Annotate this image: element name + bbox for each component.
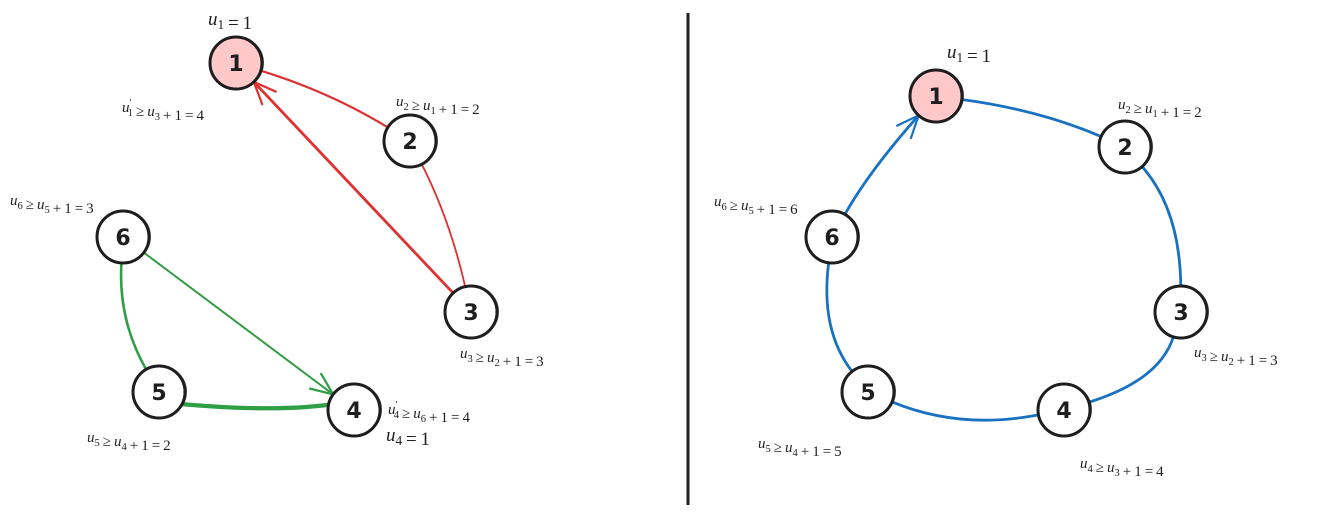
node-right-2: 2	[1097, 119, 1153, 175]
node-outline-sketch	[383, 114, 439, 167]
edge-left-4-to-5	[178, 401, 330, 411]
node-label: 5	[151, 381, 166, 406]
node-label: 6	[115, 226, 130, 251]
edge-right-5-to-6	[825, 261, 854, 373]
node-left-6: 6	[95, 209, 152, 265]
node-left-3: 3	[443, 284, 500, 340]
annotation-right-node-2-constraint: u2 ≥ u1 + 1 = 2	[1118, 97, 1202, 121]
node-outline-sketch	[1154, 285, 1209, 338]
node-label: 1	[228, 52, 243, 77]
node-label: 2	[402, 130, 417, 155]
node-label: 4	[346, 399, 361, 424]
node-right-3: 3	[1153, 284, 1209, 340]
node-right-4: 4	[1036, 382, 1092, 438]
edge-right-4-to-5	[890, 400, 1040, 422]
node-left-2: 2	[382, 113, 439, 169]
edge-right-2-to-3	[1140, 165, 1183, 288]
node-right-5: 5	[840, 364, 896, 420]
annotation-left-node-1-source: u1 = 1	[208, 9, 252, 34]
node-label: 3	[1173, 301, 1188, 326]
node-left-1: 1	[208, 35, 265, 91]
node-outline-sketch	[841, 365, 896, 418]
annotation-left-node-4-constraint: u′4 ≥ u6 + 1 = 4	[388, 400, 470, 426]
annotation-left-node-4-source: u4 = 1	[386, 425, 430, 450]
edge-right-3-to-4	[1087, 335, 1175, 404]
node-label: 1	[928, 85, 943, 110]
node-outline-sketch	[327, 383, 383, 436]
node-outline-sketch	[444, 285, 500, 338]
edge-left-3-to-1	[252, 80, 455, 295]
edge-left-2-to-3	[420, 163, 467, 288]
node-outline-sketch	[1098, 120, 1153, 173]
node-left-5: 5	[131, 364, 188, 420]
node-label: 4	[1056, 399, 1071, 424]
node-outline-sketch	[805, 210, 860, 263]
node-outline-sketch	[96, 210, 152, 263]
annotation-right-node-5-constraint: u5 ≥ u4 + 1 = 5	[758, 436, 842, 460]
edges-layer	[119, 69, 1183, 422]
annotation-left-node-5-constraint: u5 ≥ u4 + 1 = 2	[87, 430, 171, 454]
node-right-1: 1	[908, 68, 964, 124]
annotation-right-node-1-source: u1 = 1	[947, 42, 991, 67]
annotation-right-node-4-constraint: u4 ≥ u3 + 1 = 4	[1080, 456, 1164, 480]
nodes-layer: 1 2 3 4 5 6 1 2 3 4 5 6	[95, 35, 1209, 438]
edge-left-5-to-6	[119, 261, 148, 371]
annotation-left-node-2-constraint: u2 ≥ u1 + 1 = 2	[396, 94, 480, 118]
node-label: 2	[1117, 136, 1132, 161]
edge-left-6-to-4	[142, 251, 335, 396]
node-label: 6	[824, 226, 839, 251]
annotation-right-node-3-constraint: u3 ≥ u2 + 1 = 3	[1194, 345, 1278, 369]
annotation-left-node-6-constraint: u6 ≥ u5 + 1 = 3	[10, 193, 94, 217]
edge-right-6-to-1	[843, 114, 921, 216]
node-outline-sketch	[132, 365, 188, 418]
panel-left	[119, 69, 467, 411]
annotation-right-node-6-constraint: u6 ≥ u5 + 1 = 6	[714, 194, 798, 218]
edge-left-1-to-2	[259, 69, 389, 129]
annotation-left-node-1-constraint: u′1 ≥ u3 + 1 = 4	[122, 98, 204, 124]
node-right-6: 6	[804, 209, 860, 265]
panel-right	[825, 98, 1183, 422]
node-outline-sketch	[909, 69, 964, 122]
node-left-4: 4	[326, 382, 383, 438]
edge-right-1-to-2	[960, 98, 1103, 139]
node-label: 3	[463, 301, 478, 326]
node-outline-sketch	[1037, 383, 1092, 436]
node-label: 5	[860, 381, 875, 406]
labels-layer: u1 = 1 u′1 ≥ u3 + 1 = 4 u2 ≥ u1 + 1 = 2 u3 …	[10, 9, 1278, 480]
annotation-left-node-3-constraint: u3 ≥ u2 + 1 = 3	[460, 346, 544, 370]
node-outline-sketch	[209, 36, 265, 89]
